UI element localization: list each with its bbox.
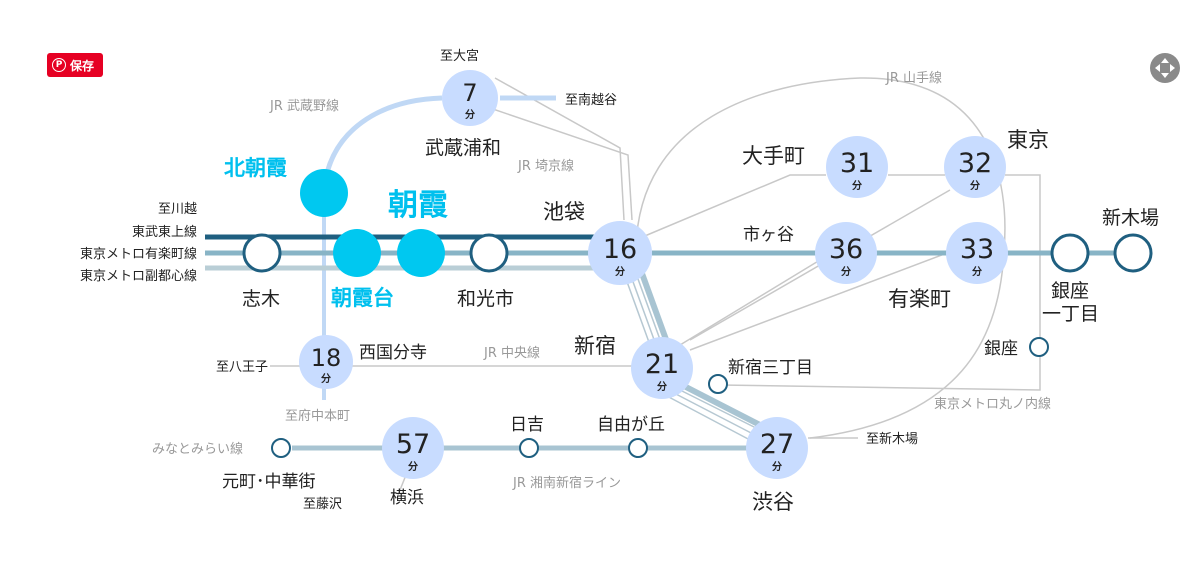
bubble-otemachi	[826, 136, 888, 198]
name-shinkiba: 新木場	[1102, 207, 1159, 229]
name-motomachi: 元町･中華街	[222, 472, 316, 492]
time-yurakucho: 33	[960, 234, 994, 265]
name-asakadai: 朝霞台	[331, 286, 394, 310]
unit-yokohama: 分	[408, 460, 418, 473]
label-fujisawa: 至藤沢	[303, 497, 342, 512]
name-musashi-urawa: 武蔵浦和	[425, 137, 501, 159]
pinterest-save-button[interactable]: P 保存	[47, 53, 103, 77]
name-shinjuku-sanchome: 新宿三丁目	[728, 358, 813, 378]
time-tokyo: 32	[958, 148, 992, 179]
label-jr-musashino: JR 武蔵野線	[269, 98, 339, 114]
name-nishi-kokubunji: 西国分寺	[359, 343, 427, 363]
line-shinjuku-ichigaya	[679, 259, 821, 346]
bubble-nishi-kokubunji	[299, 335, 353, 389]
unit-shinjuku: 分	[657, 380, 667, 393]
shinkiba-station	[1113, 233, 1153, 273]
bubble-tokyo	[944, 136, 1006, 198]
time-ichigaya: 36	[829, 234, 863, 265]
name-ginza-itchome-1: 銀座	[1051, 280, 1089, 302]
bubble-ichigaya	[815, 222, 877, 284]
label-minami-koshigaya: 至南越谷	[565, 92, 617, 108]
name-shibuya: 渋谷	[752, 490, 794, 514]
name-asaka: 朝霞	[388, 188, 448, 223]
hiyoshi-station	[519, 438, 539, 458]
time-shinjuku: 21	[645, 349, 679, 380]
ginza-station	[1029, 337, 1049, 357]
label-kawagoe: 至川越	[158, 202, 197, 217]
expand-icon	[1155, 58, 1175, 78]
name-ginza: 銀座	[984, 339, 1018, 359]
label-shin-kiba-dir: 至新木場	[866, 431, 918, 447]
save-label: 保存	[70, 58, 95, 73]
label-marunouchi: 東京メトロ丸ノ内線	[934, 396, 1051, 412]
time-musashi-urawa: 7	[462, 79, 477, 107]
unit-otemachi: 分	[852, 179, 862, 192]
wakoshi-station	[469, 233, 509, 273]
unit-yurakucho: 分	[972, 265, 982, 278]
bubble-yokohama	[382, 417, 444, 479]
label-jr-yamanote: JR 山手線	[885, 70, 942, 86]
label-tobu-tojo: 東武東上線	[132, 224, 197, 240]
marunouchi-line	[719, 174, 1041, 391]
name-yokohama: 横浜	[390, 488, 424, 508]
name-yurakucho: 有楽町	[888, 287, 951, 311]
name-wakoshi: 和光市	[457, 288, 514, 310]
name-ichigaya: 市ヶ谷	[743, 225, 794, 245]
line-ike-otemachi	[639, 174, 826, 239]
label-jr-saikyo: JR 埼京線	[517, 158, 574, 174]
label-fuchu-honmachi: 至府中本町	[285, 409, 350, 424]
name-kita-asaka: 北朝霞	[224, 156, 288, 180]
unit-tokyo: 分	[970, 179, 980, 192]
saikyo-line-1	[494, 77, 625, 221]
time-shibuya: 27	[760, 429, 794, 460]
asakadai-station	[333, 229, 381, 277]
name-tokyo: 東京	[1007, 128, 1049, 152]
label-jr-chuo: JR 中央線	[483, 345, 540, 361]
label-omiya: 至大宮	[440, 48, 479, 64]
bubble-ikebukuro	[588, 221, 652, 285]
unit-ikebukuro: 分	[615, 265, 625, 278]
bubble-yurakucho	[946, 222, 1008, 284]
jiyugaoka-station	[628, 438, 648, 458]
unit-musashi-urawa: 分	[465, 108, 475, 121]
bubble-musashi-urawa	[442, 70, 498, 126]
bubble-shibuya	[746, 417, 808, 479]
shiki-station	[242, 233, 282, 273]
name-shinjuku: 新宿	[574, 334, 616, 358]
label-minatomirai: みなとみらい線	[152, 441, 243, 457]
unit-ichigaya: 分	[841, 265, 851, 278]
expand-button[interactable]	[1150, 53, 1180, 83]
name-jiyugaoka: 自由が丘	[597, 415, 665, 435]
kita-asaka-station	[300, 169, 348, 217]
minatomirai-station	[271, 438, 291, 458]
unit-shibuya: 分	[772, 460, 782, 473]
bubble-shinjuku	[631, 337, 693, 399]
ginza-itchome-station	[1050, 233, 1090, 273]
name-shiki: 志木	[242, 288, 280, 310]
pinterest-icon: P	[52, 58, 66, 72]
asaka-station	[397, 229, 445, 277]
shinjuku-sanchome-station	[708, 374, 728, 394]
name-ginza-itchome-2: 一丁目	[1042, 303, 1099, 325]
label-fukutoshin-line: 東京メトロ副都心線	[80, 268, 197, 284]
unit-nishi-kokubunji: 分	[321, 372, 331, 385]
yamanote-line	[635, 77, 1006, 439]
name-otemachi: 大手町	[742, 144, 805, 168]
time-otemachi: 31	[840, 148, 874, 179]
time-ikebukuro: 16	[603, 234, 637, 265]
saikyo-line-2	[483, 105, 633, 221]
time-yokohama: 57	[396, 429, 430, 460]
label-yurakucho-line: 東京メトロ有楽町線	[80, 246, 197, 262]
line-shinjuku-yurakucho	[689, 249, 956, 351]
name-ikebukuro: 池袋	[543, 200, 585, 224]
name-hiyoshi: 日吉	[510, 415, 544, 435]
label-shonan-shinjuku: JR 湘南新宿ライン	[512, 475, 621, 491]
label-hachioji: 至八王子	[216, 360, 268, 375]
time-nishi-kokubunji: 18	[311, 344, 342, 372]
